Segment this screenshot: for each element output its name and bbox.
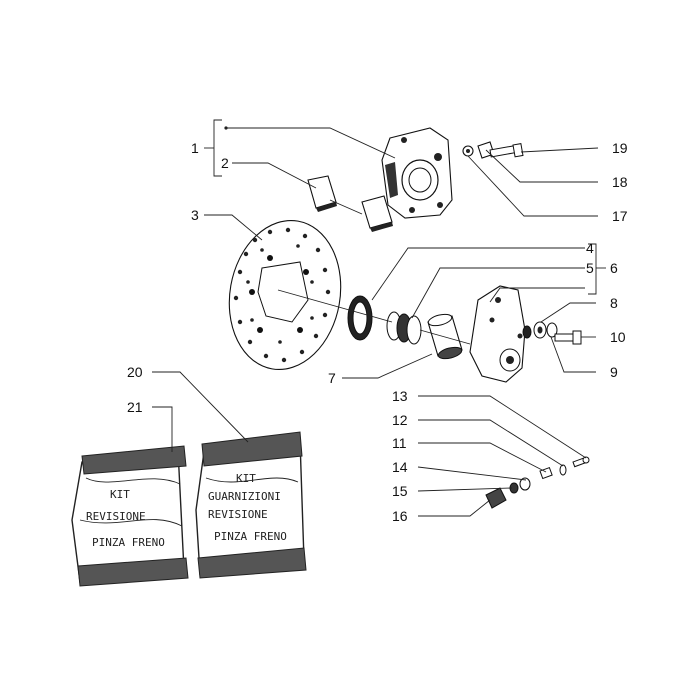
kit-right-line2: GUARNIZIONI <box>208 490 281 503</box>
callout-11: 11 <box>392 435 407 451</box>
callout-12: 12 <box>392 412 408 428</box>
leader-lines <box>152 126 599 517</box>
kit-right-line4: PINZA FRENO <box>214 530 287 543</box>
kit-right-line3: REVISIONE <box>208 508 268 521</box>
callout-10: 10 <box>610 329 626 345</box>
callout-5: 5 <box>586 260 594 276</box>
callout-14: 14 <box>392 459 408 475</box>
callout-20: 20 <box>127 364 143 380</box>
callout-9: 9 <box>610 364 618 380</box>
mounting-hardware-side <box>522 321 582 345</box>
callout-numbers: 1 2 3 4 5 6 7 8 9 10 11 12 13 14 15 16 1… <box>127 140 628 524</box>
callout-13: 13 <box>392 388 408 404</box>
callout-21: 21 <box>127 399 143 415</box>
kit-right-line1: KIT <box>236 472 256 485</box>
kit-bag-right: KIT GUARNIZIONI REVISIONE PINZA FRENO <box>195 431 307 579</box>
callout-16: 16 <box>392 508 408 524</box>
callout-7: 7 <box>328 370 336 386</box>
bracket-1 <box>204 119 222 177</box>
callout-2: 2 <box>221 155 229 171</box>
brake-pads <box>307 175 393 232</box>
seal-ring <box>347 295 373 341</box>
bleed-screw-set <box>485 456 590 509</box>
callout-19: 19 <box>612 140 628 156</box>
kit-left-line1: KIT <box>110 488 130 501</box>
kit-bag-left: KIT REVISIONE PINZA FRENO <box>71 445 189 587</box>
brake-caliper <box>381 127 453 219</box>
callout-6: 6 <box>610 260 618 276</box>
mounting-hardware-top <box>462 141 524 159</box>
caliper-half <box>469 285 526 383</box>
brake-disc <box>228 219 342 371</box>
callout-18: 18 <box>612 174 628 190</box>
callout-1: 1 <box>191 140 199 156</box>
kit-left-line3: PINZA FRENO <box>92 536 165 549</box>
dust-boot <box>386 311 422 345</box>
callout-15: 15 <box>392 483 408 499</box>
kit-left-line2: REVISIONE <box>86 510 146 523</box>
callout-4: 4 <box>586 240 594 256</box>
callout-3: 3 <box>191 207 199 223</box>
callout-8: 8 <box>610 295 618 311</box>
piston <box>427 313 463 360</box>
callout-17: 17 <box>612 208 628 224</box>
bracket-6 <box>588 243 606 295</box>
